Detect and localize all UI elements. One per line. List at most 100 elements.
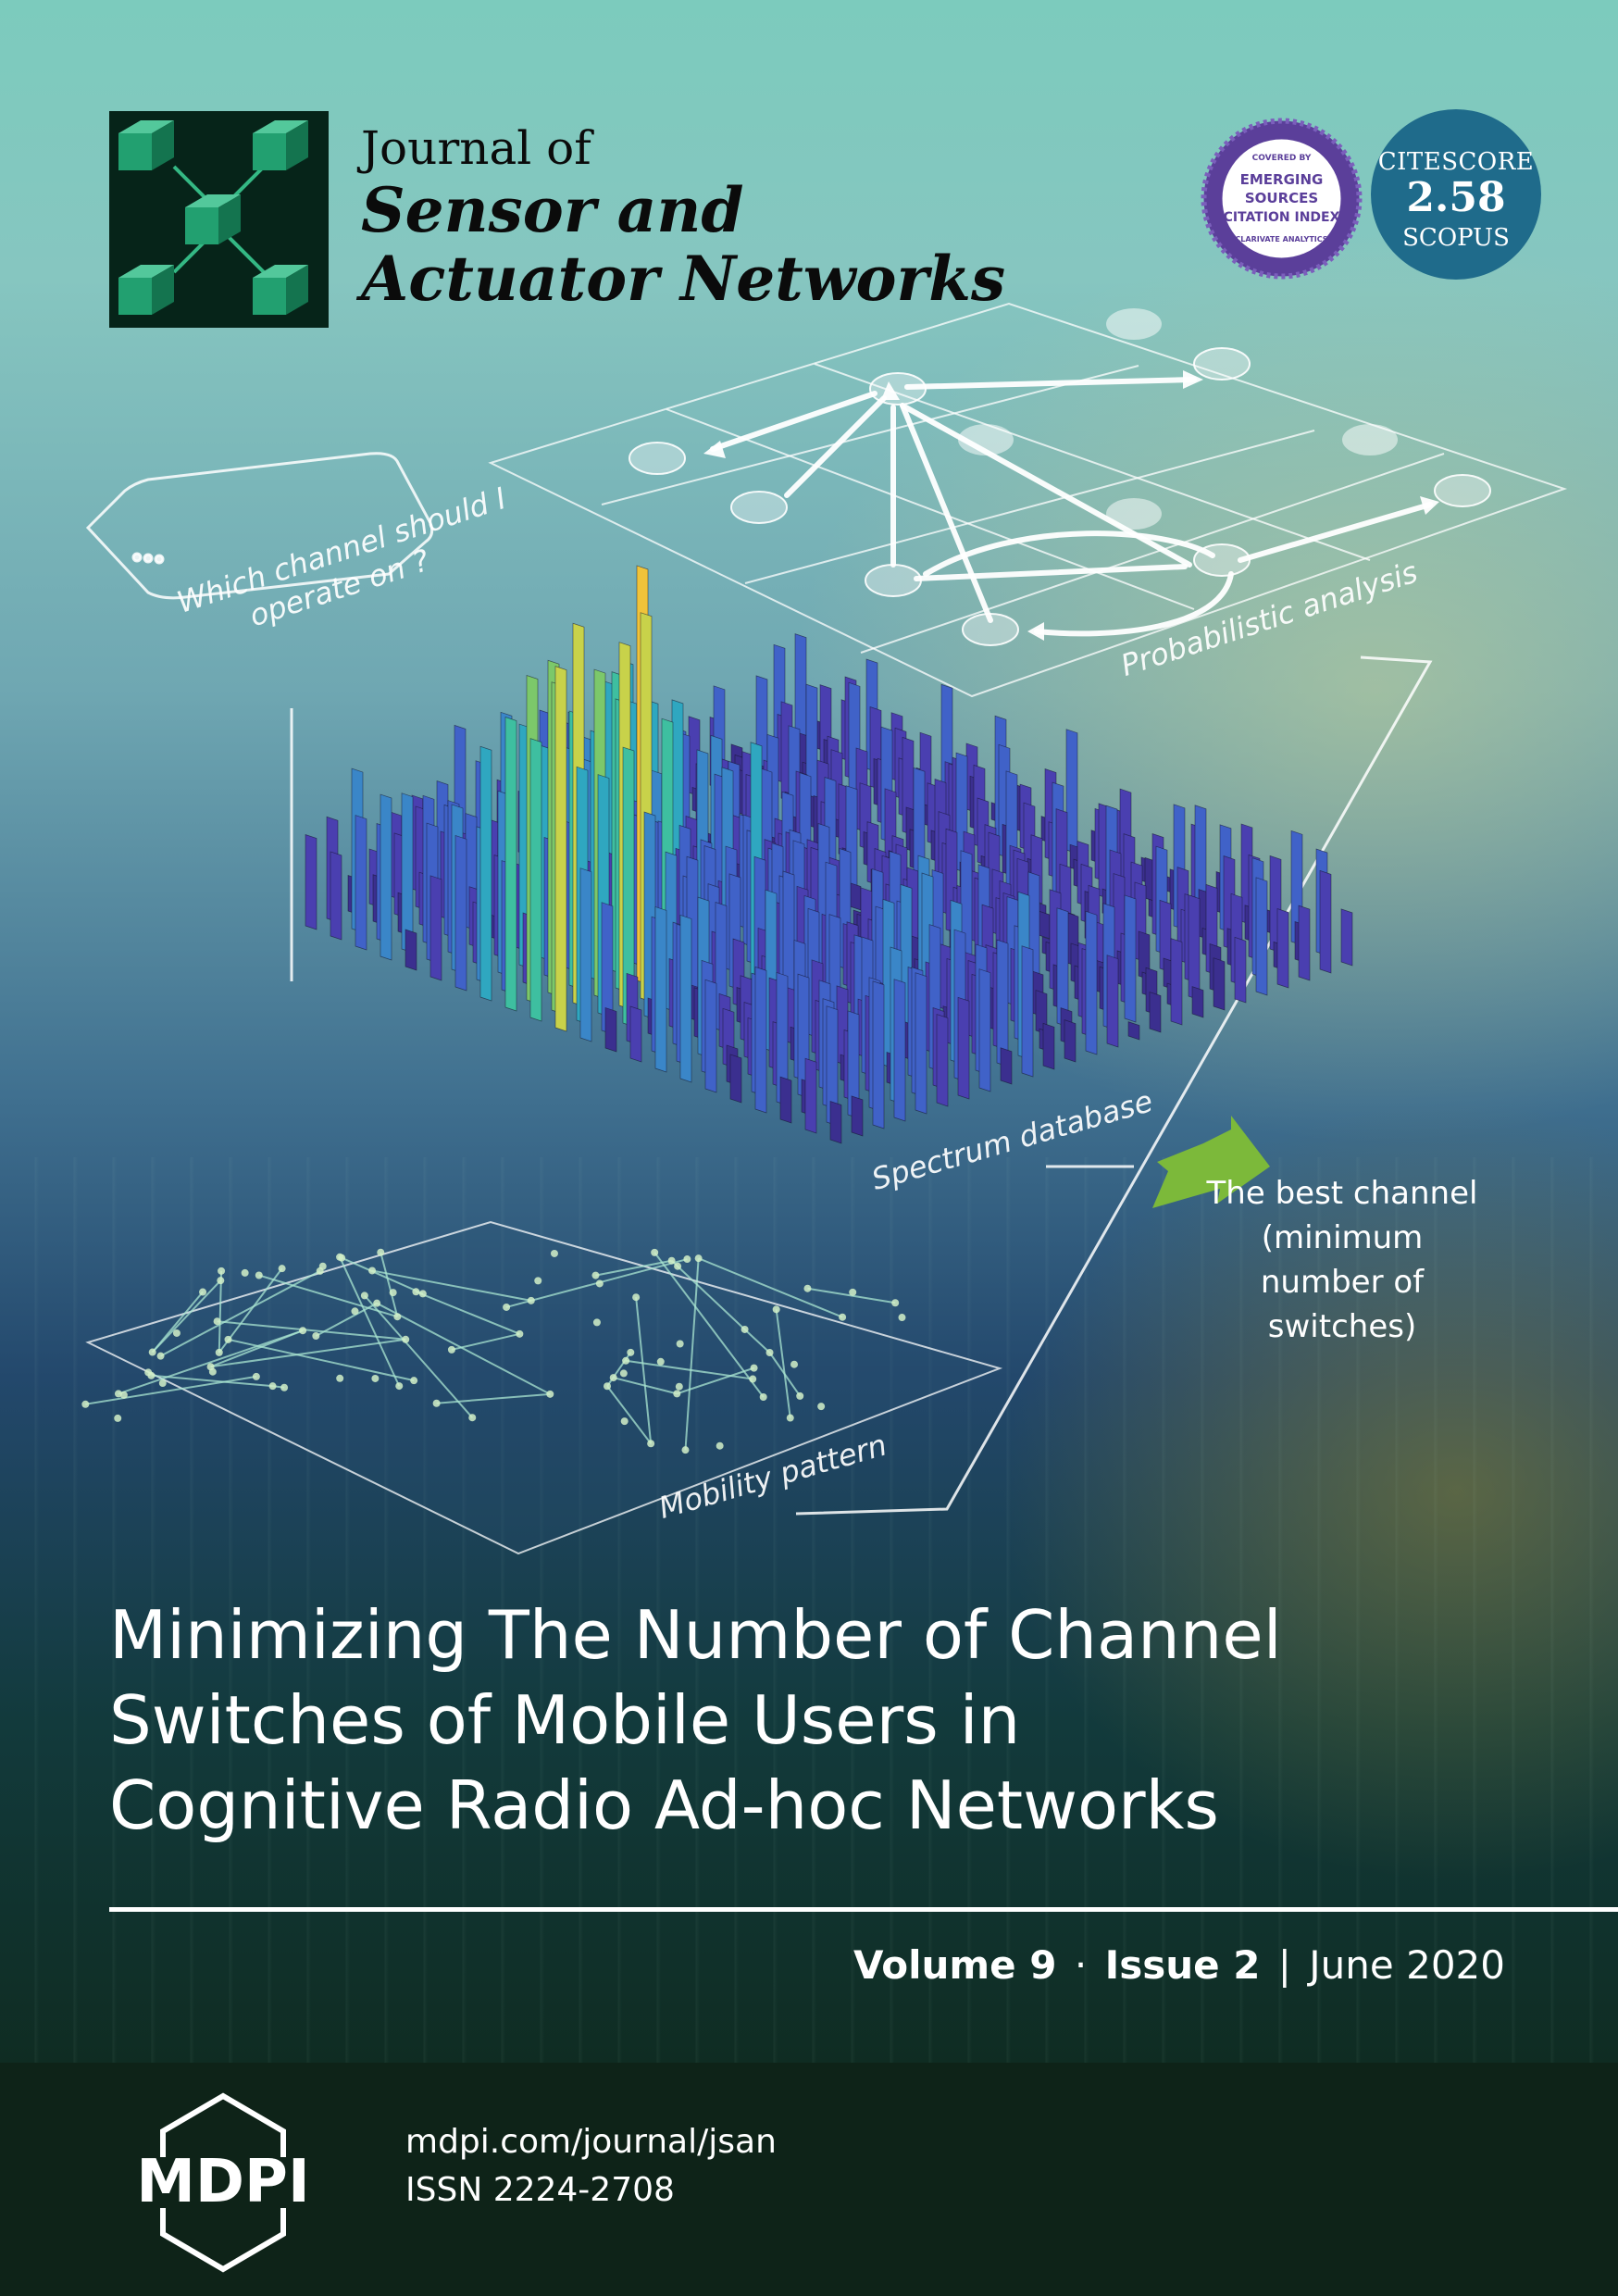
mobility-node <box>368 1267 377 1275</box>
mobility-link <box>768 1352 802 1397</box>
citescore-badge: CITESCORE 2.58 SCOPUS <box>1371 109 1541 280</box>
mobility-node <box>218 1267 226 1275</box>
mobility-node <box>147 1371 156 1379</box>
mobility-node <box>172 1329 180 1337</box>
mobility-node <box>591 1271 600 1279</box>
spectrum-bar <box>957 996 970 1100</box>
mobility-link <box>653 1252 765 1398</box>
mobility-link <box>376 1302 551 1395</box>
mobility-node <box>749 1375 757 1383</box>
mobility-node <box>213 1317 221 1326</box>
best-channel-line1: The best channel <box>1206 1175 1478 1212</box>
volume-label: Volume 9 <box>853 1942 1057 1988</box>
spectrum-bar <box>1124 894 1137 1023</box>
spectrum-bar <box>629 1005 642 1063</box>
mobility-node <box>803 1284 812 1292</box>
mobility-node <box>765 1348 774 1356</box>
mobility-node <box>241 1268 249 1277</box>
issn-text: ISSN 2224-2708 <box>405 2171 675 2209</box>
journal-logo <box>109 111 329 328</box>
article-title-line2: Switches of Mobile Users in <box>109 1681 1021 1759</box>
esci-line3: CITATION INDEX <box>1224 210 1340 225</box>
mobility-node <box>402 1335 410 1343</box>
mobility-link <box>258 1274 398 1318</box>
mobility-node <box>656 1357 665 1366</box>
spectrum-bar <box>529 738 542 1022</box>
mobility-node <box>604 1382 612 1391</box>
mobility-node <box>114 1390 122 1398</box>
spectrum-bar <box>849 882 862 911</box>
mobility-node <box>351 1307 359 1316</box>
mobility-node <box>550 1249 558 1257</box>
spectrum-bar <box>1234 936 1247 1004</box>
mobility-link <box>635 1297 653 1444</box>
mobility-link <box>218 1270 223 1353</box>
spectrum-bar <box>579 867 592 1042</box>
mobility-node <box>651 1248 659 1256</box>
mobility-node <box>316 1267 324 1275</box>
mobility-plane <box>81 1220 1003 1555</box>
mobility-node <box>412 1288 420 1296</box>
mobility-node <box>527 1296 535 1304</box>
network-cubes-icon <box>118 120 308 315</box>
mobility-node <box>389 1289 397 1297</box>
spectrum-bar <box>729 1054 742 1104</box>
mdpi-logo: MDPI <box>107 2092 339 2273</box>
spectrum-bar <box>330 851 342 941</box>
mobility-node <box>516 1329 524 1338</box>
spectrum-bar <box>604 1006 617 1053</box>
mobility-link <box>436 1392 551 1404</box>
spectrum-bar <box>380 793 392 961</box>
mobility-node <box>759 1393 767 1402</box>
journal-title-line1: Journal of <box>361 121 591 175</box>
smartphone-icon <box>85 452 434 600</box>
mobility-link <box>698 1257 843 1318</box>
spectrum-bar <box>1042 1022 1055 1070</box>
title-divider <box>109 1907 1618 1912</box>
spectrum-bar <box>1298 905 1311 981</box>
mobility-node <box>503 1303 511 1311</box>
best-channel-text: The best channel (minimum number of swit… <box>1203 1171 1481 1349</box>
esci-line1: EMERGING <box>1240 171 1324 188</box>
mobility-node <box>252 1372 260 1380</box>
spectrum-bar <box>401 792 414 954</box>
mobility-link <box>684 1258 700 1451</box>
journal-url[interactable]: mdpi.com/journal/jsan <box>405 2123 777 2161</box>
spectrum-bar <box>504 717 517 1012</box>
mobility-link <box>85 1375 257 1405</box>
mobility-node <box>595 1279 604 1288</box>
background-stripes <box>0 1157 1618 2083</box>
esci-top-text: COVERED BY <box>1252 154 1312 163</box>
esci-badge: COVERED BY EMERGING SOURCES CITATION IND… <box>1201 118 1363 280</box>
mobility-node <box>627 1348 635 1356</box>
mobility-node <box>280 1383 289 1391</box>
mobility-node <box>675 1382 683 1391</box>
issue-label: Issue 2 <box>1104 1942 1261 1988</box>
mobility-node <box>81 1400 90 1408</box>
spectrum-bar <box>1085 910 1098 1055</box>
spectrum-bar <box>1149 992 1162 1033</box>
mobility-node <box>839 1313 847 1321</box>
issue-date: June 2020 <box>1309 1942 1505 1988</box>
mobility-node <box>360 1292 368 1300</box>
mobility-node <box>622 1356 630 1365</box>
mobility-node <box>790 1360 799 1368</box>
cover-illustration <box>81 302 1568 1555</box>
journal-title: Journal of Sensor and Actuator Networks <box>361 120 1005 313</box>
mobility-node <box>849 1288 857 1296</box>
mobility-node <box>371 1374 380 1382</box>
spectrum-bar <box>1065 729 1078 855</box>
issue-info: Volume 9 · Issue 2 | June 2020 <box>853 1942 1505 1988</box>
mobility-link <box>118 1329 304 1395</box>
mobility-node <box>673 1390 681 1398</box>
spectrum-bar <box>1127 1021 1140 1041</box>
spectrum-bar <box>1213 957 1226 1011</box>
mobility-node <box>393 1313 402 1321</box>
spectrum-bar <box>754 966 767 1114</box>
mobility-node <box>534 1277 542 1285</box>
spectrum-bar <box>1276 908 1289 989</box>
mobility-link <box>210 1338 406 1368</box>
mobility-link <box>775 1309 791 1418</box>
mobility-node <box>898 1314 906 1322</box>
article-title-line1: Minimizing The Number of Channel <box>109 1596 1282 1674</box>
